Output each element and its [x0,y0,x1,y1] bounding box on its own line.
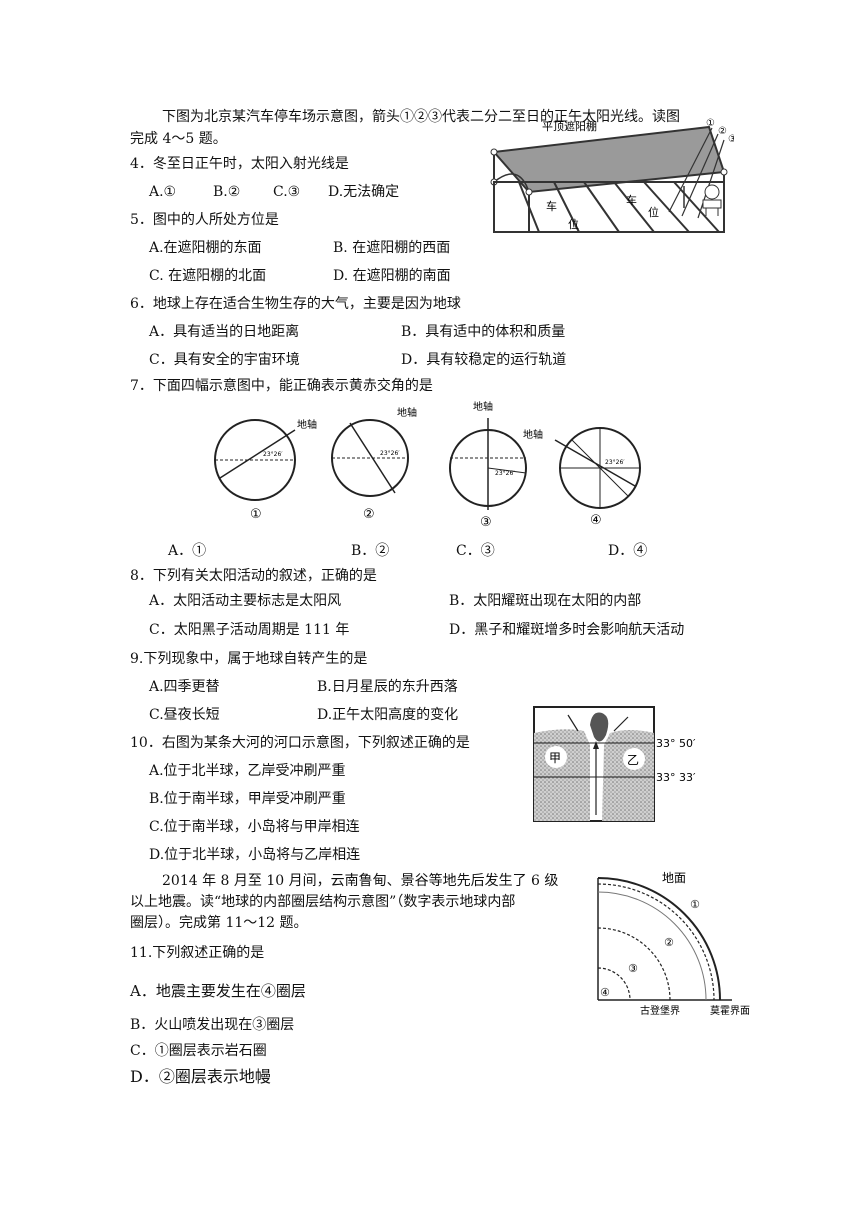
angle-label-1: 23°26′ [263,451,283,458]
q9-option-b[interactable]: B.日月星辰的东升西落 [317,679,458,695]
car-label-2: 车 [626,193,637,207]
q5-option-b[interactable]: B. 在遮阳棚的西面 [333,240,451,256]
moho-label: 莫霍界面 [710,1005,750,1017]
ray-2-label: ② [718,126,727,137]
q8-stem: 8．下列有关太阳活动的叙述，正确的是 [130,568,377,584]
angle-label-3: 23°26′ [495,470,515,477]
q7-option-a[interactable]: A．① [168,543,207,559]
ray-3-label: ③ [728,134,734,145]
q6-option-d[interactable]: D．具有较稳定的运行轨道 [401,352,567,368]
intro-text-2a: 2014 年 8 月至 10 月间，云南鲁甸、景谷等地先后发生了 6 级 [162,873,559,889]
q11-option-a[interactable]: A．地震主要发生在④圈层 [130,982,306,1000]
q9-option-c[interactable]: C.昼夜长短 [149,707,220,723]
q9-stem: 9.下列现象中，属于地球自转产生的是 [130,651,368,667]
q7-option-c[interactable]: C．③ [456,543,495,559]
intro-text-1b: 完成 4～5 题。 [130,131,227,147]
angle-label-4: 23°26′ [605,459,625,466]
q5-option-c[interactable]: C. 在遮阳棚的北面 [149,268,267,284]
person-icon [704,184,720,200]
q5-stem: 5．图中的人所处方位是 [130,212,279,228]
intro-text-2b: 以上地震。读“地球的内部圈层结构示意图”（数字表示地球内部 [130,894,516,910]
ground-label: 地面 [662,871,686,885]
latitude-2-label: 33° 33′ [656,771,696,784]
axis-label-2: 地轴 [397,406,417,419]
q8-option-b[interactable]: B．太阳耀斑出现在太阳的内部 [449,593,642,609]
axis-diagram-4: 地轴 23°26′ ④ [523,427,641,528]
q9-option-d[interactable]: D.正午太阳高度的变化 [317,707,459,723]
q10-option-c[interactable]: C.位于南半球，小岛将与甲岸相连 [149,819,360,835]
layer-2-label: ② [664,936,674,949]
bank-jia-label: 甲 [549,751,561,765]
axis-label-4: 地轴 [523,428,543,441]
q6-option-a[interactable]: A．具有适当的日地距离 [149,324,300,340]
q6-stem: 6．地球上存在适合生物生存的大气，主要是因为地球 [130,296,461,312]
q11-option-d[interactable]: D．②圈层表示地幔 [130,1067,271,1086]
axis-diagram-2: 地轴 23°26′ ② [331,406,417,522]
q4-option-c[interactable]: C.③ [273,184,301,200]
q4-option-a[interactable]: A.① [149,184,177,200]
earth-layers-figure: 地面 ① ② ③ ④ 古登堡界 莫霍界面 [597,871,750,1017]
river-mouth-figure: 甲 乙 33° 50′ 33° 33′ [533,706,696,822]
pos-label-2: 位 [648,205,659,219]
axis-diagram-3: 地轴 23°26′ ③ [449,400,527,530]
q10-stem: 10．右图为某条大河的河口示意图，下列叙述正确的是 [130,735,470,751]
diagram-2-number: ② [363,507,375,522]
intro-text-1: 下图为北京某汽车停车场示意图，箭头①②③代表二分二至日的正午太阳光线。读图 [162,109,680,125]
q7-stem: 7．下面四幅示意图中，能正确表示黄赤交角的是 [130,378,433,394]
bank-yi-label: 乙 [627,753,639,767]
axis-label-3: 地轴 [473,400,493,413]
diagram-3-number: ③ [480,515,492,530]
q9-option-a[interactable]: A.四季更替 [149,679,220,695]
q7-option-b[interactable]: B．② [351,543,390,559]
parking-lot-figure: 平顶遮阳棚 车 位 车 位 ① ② ③ [490,118,734,233]
layer-3-label: ③ [628,962,638,975]
q11-stem: 11.下列叙述正确的是 [130,945,265,961]
q10-option-d[interactable]: D.位于北半球，小岛将与乙岸相连 [149,847,361,863]
q8-option-c[interactable]: C．太阳黑子活动周期是 111 年 [149,622,350,638]
q6-option-c[interactable]: C．具有安全的宇宙环境 [149,352,300,368]
q10-option-b[interactable]: B.位于南半球，甲岸受冲刷严重 [149,791,346,807]
q4-stem: 4．冬至日正午时，太阳入射光线是 [130,156,349,172]
pos-label-1: 位 [568,217,579,231]
q8-option-d[interactable]: D．黑子和耀斑增多时会影响航天活动 [449,622,685,638]
q11-option-b[interactable]: B．火山喷发出现在③圈层 [130,1017,295,1033]
q6-option-b[interactable]: B．具有适中的体积和质量 [401,324,566,340]
q4-option-b[interactable]: B.② [213,184,241,200]
diagram-1-number: ① [250,507,262,522]
intro-text-2c: 圈层）。完成第 11～12 题。 [130,915,308,931]
axis-diagram-1: 地轴 23°26′ ① [214,418,317,522]
q7-option-d[interactable]: D．④ [608,543,648,559]
diagram-4-number: ④ [590,513,602,528]
ray-1-label: ① [706,118,715,129]
angle-label-2: 23°26′ [380,450,400,457]
layer-1-label: ① [690,898,700,911]
q8-option-a[interactable]: A．太阳活动主要标志是太阳风 [149,593,342,609]
latitude-1-label: 33° 50′ [656,737,696,750]
q4-option-d[interactable]: D.无法确定 [328,184,400,200]
gutenberg-label: 古登堡界 [640,1004,680,1017]
q11-option-c[interactable]: C．①圈层表示岩石圈 [130,1043,267,1059]
layer-4-label: ④ [600,986,610,999]
q5-option-d[interactable]: D. 在遮阳棚的南面 [333,268,451,284]
axis-label-1: 地轴 [297,418,317,431]
roof-label: 平顶遮阳棚 [542,119,597,133]
car-label-1: 车 [546,199,557,213]
earth-axis-diagrams: 地轴 23°26′ ① 地轴 23°26′ ② 地轴 23°26′ ③ 地轴 2… [214,400,641,530]
q10-option-a[interactable]: A.位于北半球，乙岸受冲刷严重 [149,763,346,779]
q5-option-a[interactable]: A.在遮阳棚的东面 [149,240,262,256]
